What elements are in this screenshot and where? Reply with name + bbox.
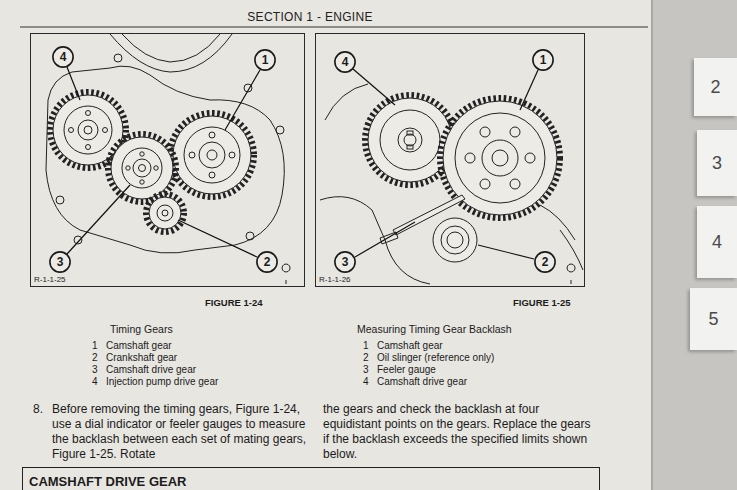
timing-gears-figure <box>46 34 290 284</box>
item-number: 3 <box>363 364 369 376</box>
item-number: 4 <box>363 376 369 388</box>
item-name: Camshaft drive gear <box>377 376 467 388</box>
item-name: Camshaft gear <box>106 340 172 352</box>
backlash-figure <box>320 69 583 284</box>
page-furniture <box>20 0 737 490</box>
callout-number: 3 <box>57 256 64 268</box>
item-name: Feeler gauge <box>377 364 436 376</box>
tab-number: 5 <box>708 309 718 330</box>
callout-ring <box>50 252 70 272</box>
item-number: 2 <box>363 352 369 364</box>
tab-number: 4 <box>712 232 722 253</box>
callout-circle: 2 <box>256 251 278 273</box>
item-number: 3 <box>92 364 98 376</box>
callout-ring <box>335 252 355 272</box>
callout-number: 2 <box>264 256 271 268</box>
figure-code: R-1-1-26 <box>319 275 351 284</box>
callout-circle: 2 <box>534 251 556 273</box>
legend-heading: Measuring Timing Gear Backlash <box>357 323 512 336</box>
index-tab: 5 <box>690 288 737 350</box>
callout-ring <box>257 252 277 272</box>
item-name: Camshaft drive gear <box>106 364 196 376</box>
step-number: 8. <box>33 402 43 416</box>
callout-ring <box>53 47 73 67</box>
callout-ring <box>255 50 275 70</box>
callout-circle: 1 <box>254 49 276 71</box>
callout-number: 1 <box>540 54 547 66</box>
callout-ring <box>533 50 553 70</box>
index-tab: 3 <box>697 130 737 196</box>
index-tab: 4 <box>697 206 737 278</box>
callout-ring <box>335 52 355 72</box>
callout-number: 2 <box>542 256 549 268</box>
figure-frame: R-1-1-26 4 1 3 2 <box>315 33 585 287</box>
callout-number: 3 <box>342 256 349 268</box>
figure-code: R-1-1-25 <box>34 275 66 284</box>
tab-number: 2 <box>710 77 720 98</box>
callout-number: 4 <box>60 51 67 63</box>
item-number: 2 <box>92 352 98 364</box>
body-text: Before removing the timing gears, Figure… <box>52 402 308 462</box>
tab-number: 3 <box>712 153 722 174</box>
section-heading-box: CAMSHAFT DRIVE GEAR <box>22 467 600 490</box>
callout-circle: 3 <box>334 251 356 273</box>
item-number: 4 <box>92 376 98 388</box>
callout-circle: 4 <box>52 46 74 68</box>
callout-circle: 4 <box>334 51 356 73</box>
page-header: SECTION 1 - ENGINE <box>0 10 620 24</box>
index-tab: 2 <box>694 58 737 116</box>
item-name: Crankshaft gear <box>106 352 177 364</box>
item-name: Oil slinger (reference only) <box>377 352 494 364</box>
item-number: 1 <box>92 340 98 352</box>
item-name: Injection pump drive gear <box>106 376 218 388</box>
callout-circle: 3 <box>49 251 71 273</box>
callout-ring <box>535 252 555 272</box>
legend-heading: Timing Gears <box>110 323 173 336</box>
callout-number: 4 <box>342 56 349 68</box>
section-heading: CAMSHAFT DRIVE GEAR <box>29 474 186 489</box>
figure-frame: R-1-1-25 4 1 3 2 <box>30 33 305 287</box>
callout-number: 1 <box>262 54 269 66</box>
item-number: 1 <box>363 340 369 352</box>
body-text: the gears and check the backlash at four… <box>323 402 591 462</box>
figure-caption: FIGURE 1-24 <box>205 297 263 308</box>
item-name: Camshaft gear <box>377 340 443 352</box>
callout-circle: 1 <box>532 49 554 71</box>
figure-caption: FIGURE 1-25 <box>513 297 571 308</box>
